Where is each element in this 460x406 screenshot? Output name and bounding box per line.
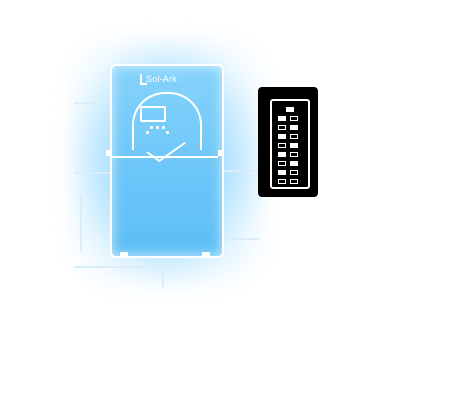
wire-right-low [220,238,260,240]
breaker-row [276,161,304,168]
wire-bottom-horizontal [74,266,164,268]
display-screen-icon [140,106,166,122]
wire-bottom [162,254,164,288]
wire-left-top [74,102,112,104]
solar-inverter: Sol-Ark [106,64,224,258]
breaker-row [276,125,304,132]
breaker-row [276,107,304,114]
wire-left-bottom [80,196,82,252]
breaker-row [276,143,304,150]
case-divider [112,156,218,158]
breaker-panel-frame [270,99,310,189]
foot-right [202,252,210,257]
foot-left [120,252,128,257]
breaker-row [276,134,304,141]
breaker-row [276,179,304,186]
breaker-panel [258,87,318,197]
wire-left-mid [74,172,112,174]
side-tab-right [218,150,222,156]
display-bezel [132,92,202,150]
brand-label: Sol-Ark [146,74,177,84]
breaker-row [276,152,304,159]
wire-right-panel [220,170,258,172]
breaker-row [276,170,304,177]
keypad-icon [142,126,182,136]
breaker-row [276,116,304,123]
side-tab-left [106,150,110,156]
logo-icon [140,74,147,85]
